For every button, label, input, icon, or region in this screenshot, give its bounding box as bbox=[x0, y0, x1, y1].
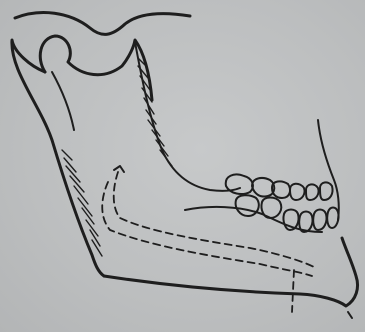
osteotomy-dashed-line-upper bbox=[114, 172, 316, 268]
osteotomy-dashed-line-lower bbox=[102, 182, 312, 276]
chin-mark bbox=[348, 312, 352, 318]
skull-base-contour bbox=[15, 13, 190, 35]
alveolar-line bbox=[185, 207, 322, 232]
dashed-line-start-mark bbox=[114, 166, 124, 172]
inner-ramus-ridge bbox=[52, 72, 74, 130]
ramus-hatching-front bbox=[138, 58, 172, 166]
chin-contour bbox=[318, 120, 339, 220]
vertical-cut-line bbox=[292, 270, 294, 312]
ramus-hatching-back bbox=[62, 150, 102, 256]
lower-border bbox=[104, 238, 358, 306]
